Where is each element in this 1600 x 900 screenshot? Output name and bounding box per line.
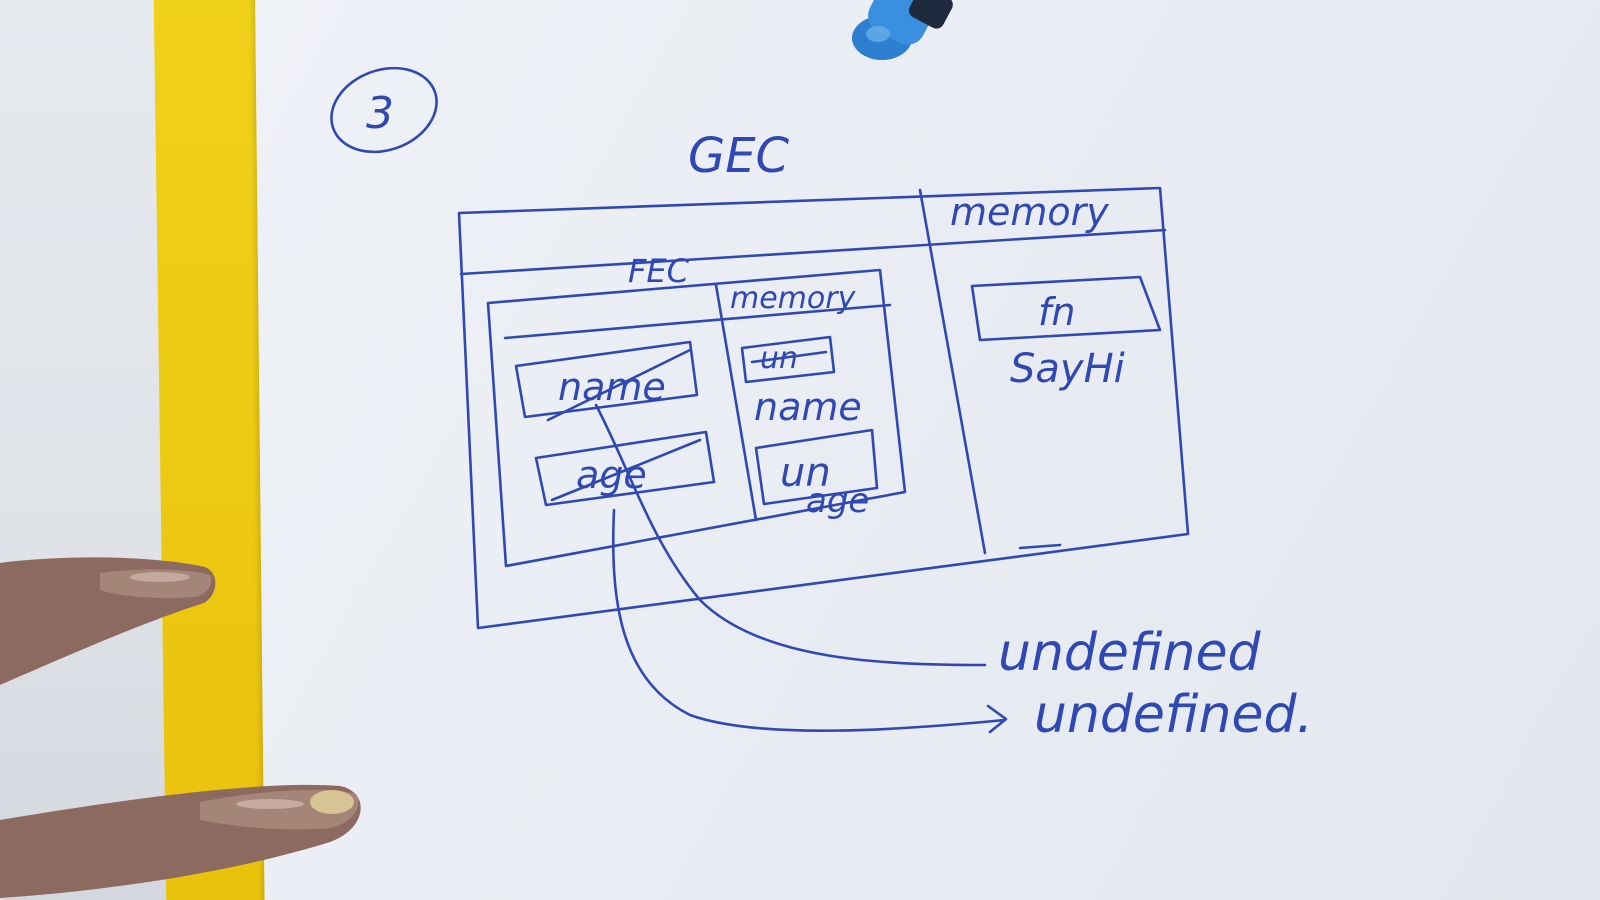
fec-mem-strike-1 [750, 350, 828, 364]
corner-number: 3 [366, 88, 394, 139]
output-2: undefined. [1034, 685, 1313, 745]
gec-divider [918, 188, 987, 555]
gec-memory-label: memory [950, 190, 1109, 234]
fec-name-strike [546, 348, 692, 422]
fn-box [970, 275, 1162, 342]
fec-mem-box-2 [754, 428, 879, 506]
arrow-head-icon [986, 704, 1008, 734]
fec-divider [714, 283, 758, 522]
finger-lower [0, 784, 361, 898]
gec-box [457, 186, 1190, 630]
fec-mem-var-1: name [754, 385, 862, 429]
output-1: undefined [998, 623, 1261, 683]
fec-box [486, 268, 907, 568]
gec-label: GEC [688, 128, 790, 184]
fec-code-name: name [558, 365, 666, 409]
fec-mem-box-1 [740, 335, 836, 384]
marker-cap-icon [852, 0, 953, 60]
gec-fn: fn [1038, 290, 1075, 334]
gec-memory-bottom-stroke [1018, 543, 1062, 550]
fec-mem-var-2: age [806, 481, 869, 521]
fec-memory-label: memory [730, 281, 857, 316]
arrow-to-output-2 [611, 508, 1007, 732]
fec-name-box [514, 340, 699, 419]
fec-label: FEC [628, 252, 690, 290]
number-circle [330, 66, 438, 154]
background-sheet [0, 0, 170, 900]
arrow-to-output-1 [594, 403, 987, 667]
fec-header-line [503, 303, 892, 340]
gec-header-line [459, 228, 1167, 276]
fec-mem-value-2: un [780, 450, 831, 496]
gec-fn-name: SayHi [1010, 346, 1125, 392]
fec-age-box [534, 430, 716, 507]
finger-upper [0, 557, 216, 685]
